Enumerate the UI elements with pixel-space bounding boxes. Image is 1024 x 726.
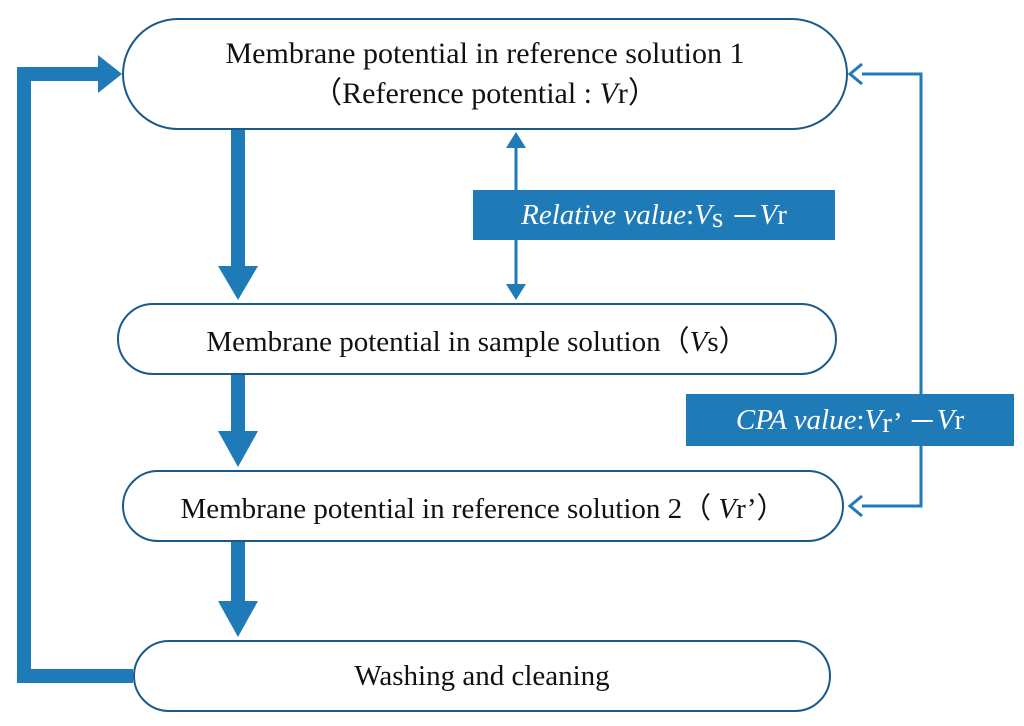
node-sample-suffix: s） xyxy=(707,326,748,358)
arrow-sample-to-ref2 xyxy=(218,375,258,467)
node-reference-solution-1: Membrane potential in reference solution… xyxy=(122,18,848,130)
relative-value-sub1: s － xyxy=(711,202,760,234)
node-sample-solution: Membrane potential in sample solution（Vs… xyxy=(117,303,837,375)
arrow-ref2-to-wash xyxy=(218,542,258,637)
node-ref2-text: Membrane potential in reference solution… xyxy=(180,485,785,527)
cpa-value-sep: : xyxy=(856,403,865,436)
node-ref2-suffix: r’） xyxy=(736,493,786,525)
node-washing-cleaning: Washing and cleaning xyxy=(133,640,831,712)
node-wash-text: Washing and cleaning xyxy=(354,659,610,692)
node-ref1-line2-var: V xyxy=(599,77,618,110)
relative-value-var2: V xyxy=(759,198,778,231)
cpa-value-title: CPA value xyxy=(735,403,857,436)
node-ref1-line2-suffix: r） xyxy=(617,77,658,110)
loop-back-arrow xyxy=(17,55,133,683)
node-sample-var: V xyxy=(689,326,708,358)
node-ref1-line2-prefix: （Reference potential : xyxy=(312,77,600,110)
node-sample-prefix: Membrane potential in sample solution（ xyxy=(206,326,690,358)
cpa-value-var1: V xyxy=(864,403,883,436)
arrow-ref1-to-sample xyxy=(218,130,258,300)
node-reference-solution-2: Membrane potential in reference solution… xyxy=(122,470,844,542)
relative-value-var1: V xyxy=(694,198,712,231)
node-ref1-line1: Membrane potential in reference solution… xyxy=(225,37,745,70)
cpa-bracket-arrow xyxy=(847,62,923,518)
node-ref2-prefix: Membrane potential in reference solution… xyxy=(180,493,719,525)
cpa-value-var2: V xyxy=(936,403,955,436)
node-sample-text: Membrane potential in sample solution（Vs… xyxy=(206,318,747,360)
cpa-value-sub2: r xyxy=(954,403,965,436)
relative-value-title: Relative value xyxy=(521,198,687,231)
node-ref1-line2: （Reference potential : Vr） xyxy=(312,74,658,114)
relative-value-sep: : xyxy=(686,198,695,231)
relative-value-sub2: r xyxy=(777,198,787,231)
node-ref2-var: V xyxy=(718,493,737,525)
cpa-value-sub1: r’ － xyxy=(882,407,937,439)
